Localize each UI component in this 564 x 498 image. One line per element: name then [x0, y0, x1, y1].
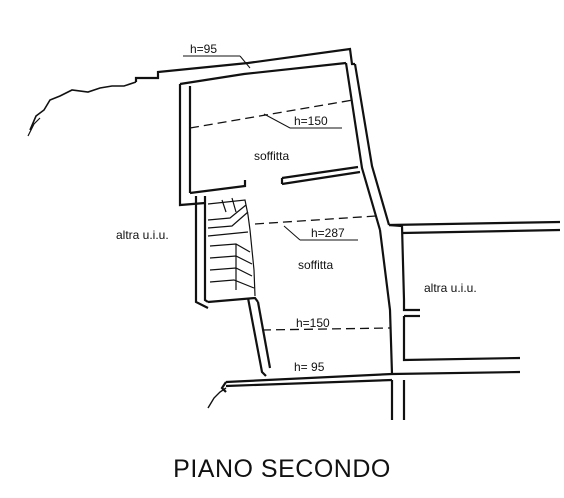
height-label-upper: h=150	[294, 114, 328, 128]
terrain-contour-2	[27, 117, 41, 137]
height-label-ridge: h=287	[311, 226, 345, 240]
outer-walls	[134, 47, 561, 420]
label-leaders	[183, 55, 358, 241]
height-label-top: h=95	[190, 42, 218, 56]
room-label-soffitta-upper: soffitta	[254, 149, 290, 163]
staircase	[207, 197, 256, 297]
floor-title: PIANO SECONDO	[173, 455, 391, 483]
terrain-contour-3	[207, 387, 227, 409]
terrain-contour	[29, 81, 137, 131]
room-label-altra-uiu-right: altra u.i.u.	[424, 281, 477, 295]
room-label-altra-uiu-left: altra u.i.u.	[116, 228, 169, 242]
height-label-lower: h=150	[296, 316, 330, 330]
height-label-bottom: h= 95	[294, 360, 325, 374]
room-label-soffitta-lower: soffitta	[298, 258, 334, 272]
height-dash-lines	[189, 99, 391, 331]
